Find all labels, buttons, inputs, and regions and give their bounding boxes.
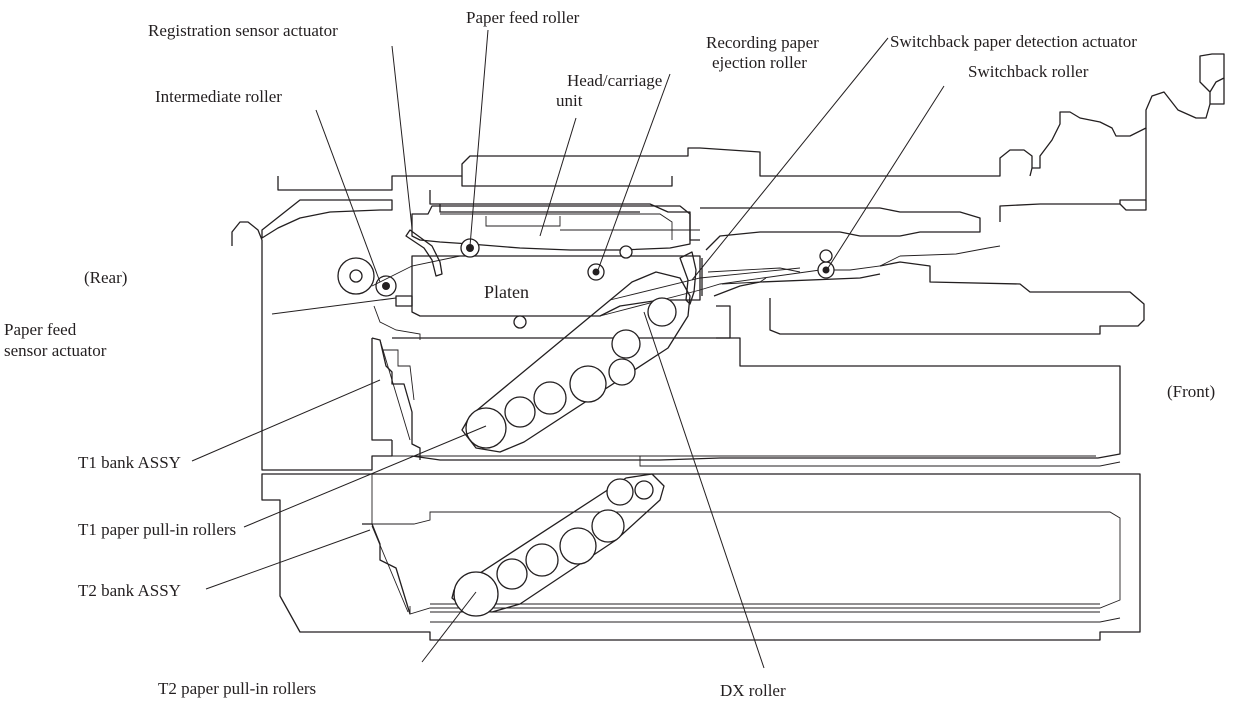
- label-switchback-roller: Switchback roller: [968, 62, 1089, 81]
- leader-switchback-roller: [827, 85, 945, 269]
- label-t2-bank-assy: T2 bank ASSY: [78, 581, 181, 600]
- leader-switchback-paper-detection-actuator: [691, 37, 889, 281]
- label-recording-paper-ejection-roller-2: ejection roller: [712, 53, 807, 72]
- t1-roller-3: [533, 381, 567, 415]
- label-t1-bank-assy: T1 bank ASSY: [78, 453, 181, 472]
- label-head-carriage-unit-2: unit: [556, 91, 583, 110]
- t2-roller-5: [591, 509, 625, 543]
- t1-roller-4: [569, 365, 607, 403]
- recording-paper-ejection-roller-hub: [592, 268, 600, 276]
- t1-roller-2: [504, 396, 536, 428]
- platen-pinch-roller: [513, 315, 527, 329]
- label-registration-sensor-actuator: Registration sensor actuator: [148, 21, 338, 40]
- dx-roller-shape: [647, 297, 677, 327]
- ejection-pinch-roller: [619, 245, 633, 259]
- t1-roller-5: [608, 358, 636, 386]
- leader-dx-roller: [643, 311, 765, 669]
- t1-roller-1: [465, 407, 507, 449]
- registration-sensor-actuator-shape: [405, 229, 443, 277]
- label-paper-feed-roller: Paper feed roller: [466, 8, 580, 27]
- switchback-pinch-roller: [819, 249, 833, 263]
- rollers: [337, 229, 835, 340]
- t1-roller-arm: [461, 271, 691, 453]
- switchback-paper-detection-actuator-shape: [679, 251, 697, 305]
- intermediate-roller-hub: [382, 282, 390, 290]
- leader-paper-feed-roller: [469, 29, 489, 247]
- label-head-carriage-unit-1: Head/carriage: [567, 71, 662, 90]
- paper-feed-sensor-actuator-shape: [395, 295, 413, 307]
- leader-t2-paper-pull-in-rollers: [421, 591, 477, 663]
- leader-head-carriage-unit: [539, 117, 577, 237]
- label-intermediate-roller: Intermediate roller: [155, 87, 282, 106]
- leader-recording-paper-ejection-roller: [597, 73, 671, 271]
- label-front: (Front): [1167, 382, 1215, 401]
- leader-t1-bank-assy: [191, 379, 381, 462]
- switchback-roller-hub: [822, 266, 830, 274]
- t2-roller-arm: [451, 473, 665, 617]
- leader-t1-paper-pull-in-rollers: [243, 425, 487, 528]
- machine-outline: [231, 53, 1225, 641]
- leader-intermediate-roller: [315, 109, 381, 283]
- label-platen: Platen: [484, 282, 529, 302]
- rear-roller-hub: [349, 269, 363, 283]
- label-paper-feed-sensor-actuator-2: sensor actuator: [4, 341, 107, 360]
- t2-roller-2: [496, 558, 528, 590]
- t2-roller-7: [634, 480, 654, 500]
- labels: Registration sensor actuator Paper feed …: [4, 8, 1215, 700]
- leader-registration-sensor-actuator: [391, 45, 413, 229]
- t2-roller-4: [559, 527, 597, 565]
- t2-roller-6: [606, 478, 634, 506]
- t2-roller-1: [453, 571, 499, 617]
- label-recording-paper-ejection-roller-1: Recording paper: [706, 33, 819, 52]
- leader-t2-bank-assy: [205, 529, 371, 590]
- label-t2-paper-pull-in-rollers: T2 paper pull-in rollers: [158, 679, 316, 698]
- leader-paper-feed-sensor-actuator: [271, 297, 397, 315]
- label-t1-paper-pull-in-rollers: T1 paper pull-in rollers: [78, 520, 236, 539]
- label-switchback-paper-detection-actuator: Switchback paper detection actuator: [890, 32, 1137, 51]
- paper-feed-roller-hub: [466, 244, 474, 252]
- label-dx-roller: DX roller: [720, 681, 786, 700]
- label-rear: (Rear): [84, 268, 127, 287]
- t2-roller-3: [525, 543, 559, 577]
- label-paper-feed-sensor-actuator-1: Paper feed: [4, 320, 77, 339]
- leader-lines: [191, 29, 945, 669]
- t1-roller-6: [611, 329, 641, 359]
